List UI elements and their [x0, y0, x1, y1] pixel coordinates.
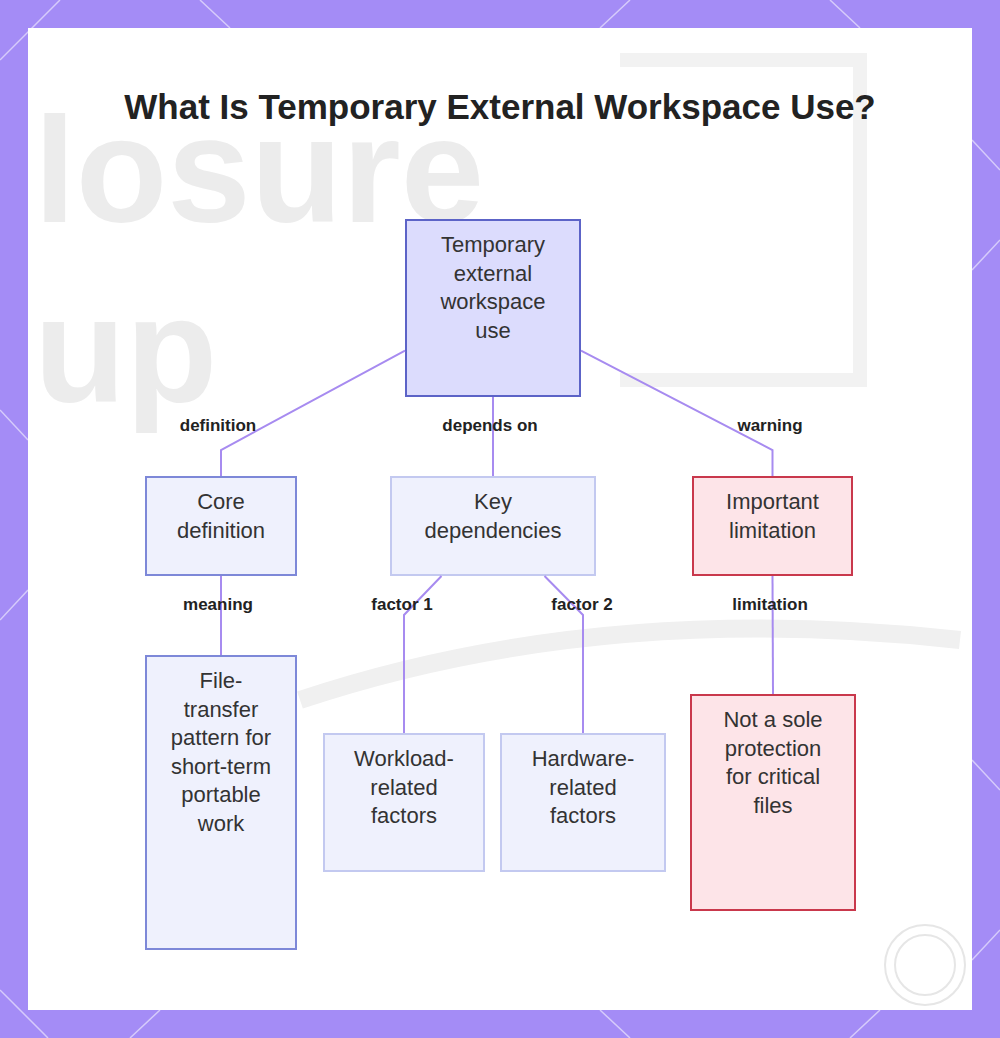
connector-line: [581, 351, 773, 476]
edge-label: depends on: [442, 416, 537, 436]
concept-box: Workload-related factors: [323, 733, 485, 872]
concept-box: Core definition: [145, 476, 297, 576]
node-text: Hardware-related factors: [518, 745, 648, 831]
concept-box: Key dependencies: [390, 476, 596, 576]
edge-label: factor 1: [371, 595, 432, 615]
connector-line: [221, 351, 405, 476]
node-text: Workload-related factors: [339, 745, 469, 831]
connector-line: [220, 576, 222, 655]
concept-box: Important limitation: [692, 476, 853, 576]
concept-box: File-transfer pattern for short-term por…: [145, 655, 297, 950]
edge-label: definition: [180, 416, 256, 436]
node-text: Temporary external workspace use: [428, 231, 558, 345]
concept-box: Not a sole protection for critical files: [690, 694, 856, 911]
node-text: Key dependencies: [403, 488, 583, 545]
edge-label: factor 2: [551, 595, 612, 615]
edge-label: limitation: [732, 595, 808, 615]
edge-label: warning: [737, 416, 802, 436]
node-text: Not a sole protection for critical files: [712, 706, 834, 820]
concept-box: Hardware-related factors: [500, 733, 666, 872]
background-watermark: up: [34, 275, 217, 425]
connector-line: [772, 576, 775, 694]
edge-label: meaning: [183, 595, 253, 615]
connector-line: [492, 397, 494, 476]
root-box: Temporary external workspace use: [405, 219, 581, 397]
node-text: Core definition: [156, 488, 286, 545]
node-text: Important limitation: [708, 488, 838, 545]
node-text: File-transfer pattern for short-term por…: [165, 667, 277, 838]
diagram-title: What Is Temporary External Workspace Use…: [110, 82, 890, 132]
